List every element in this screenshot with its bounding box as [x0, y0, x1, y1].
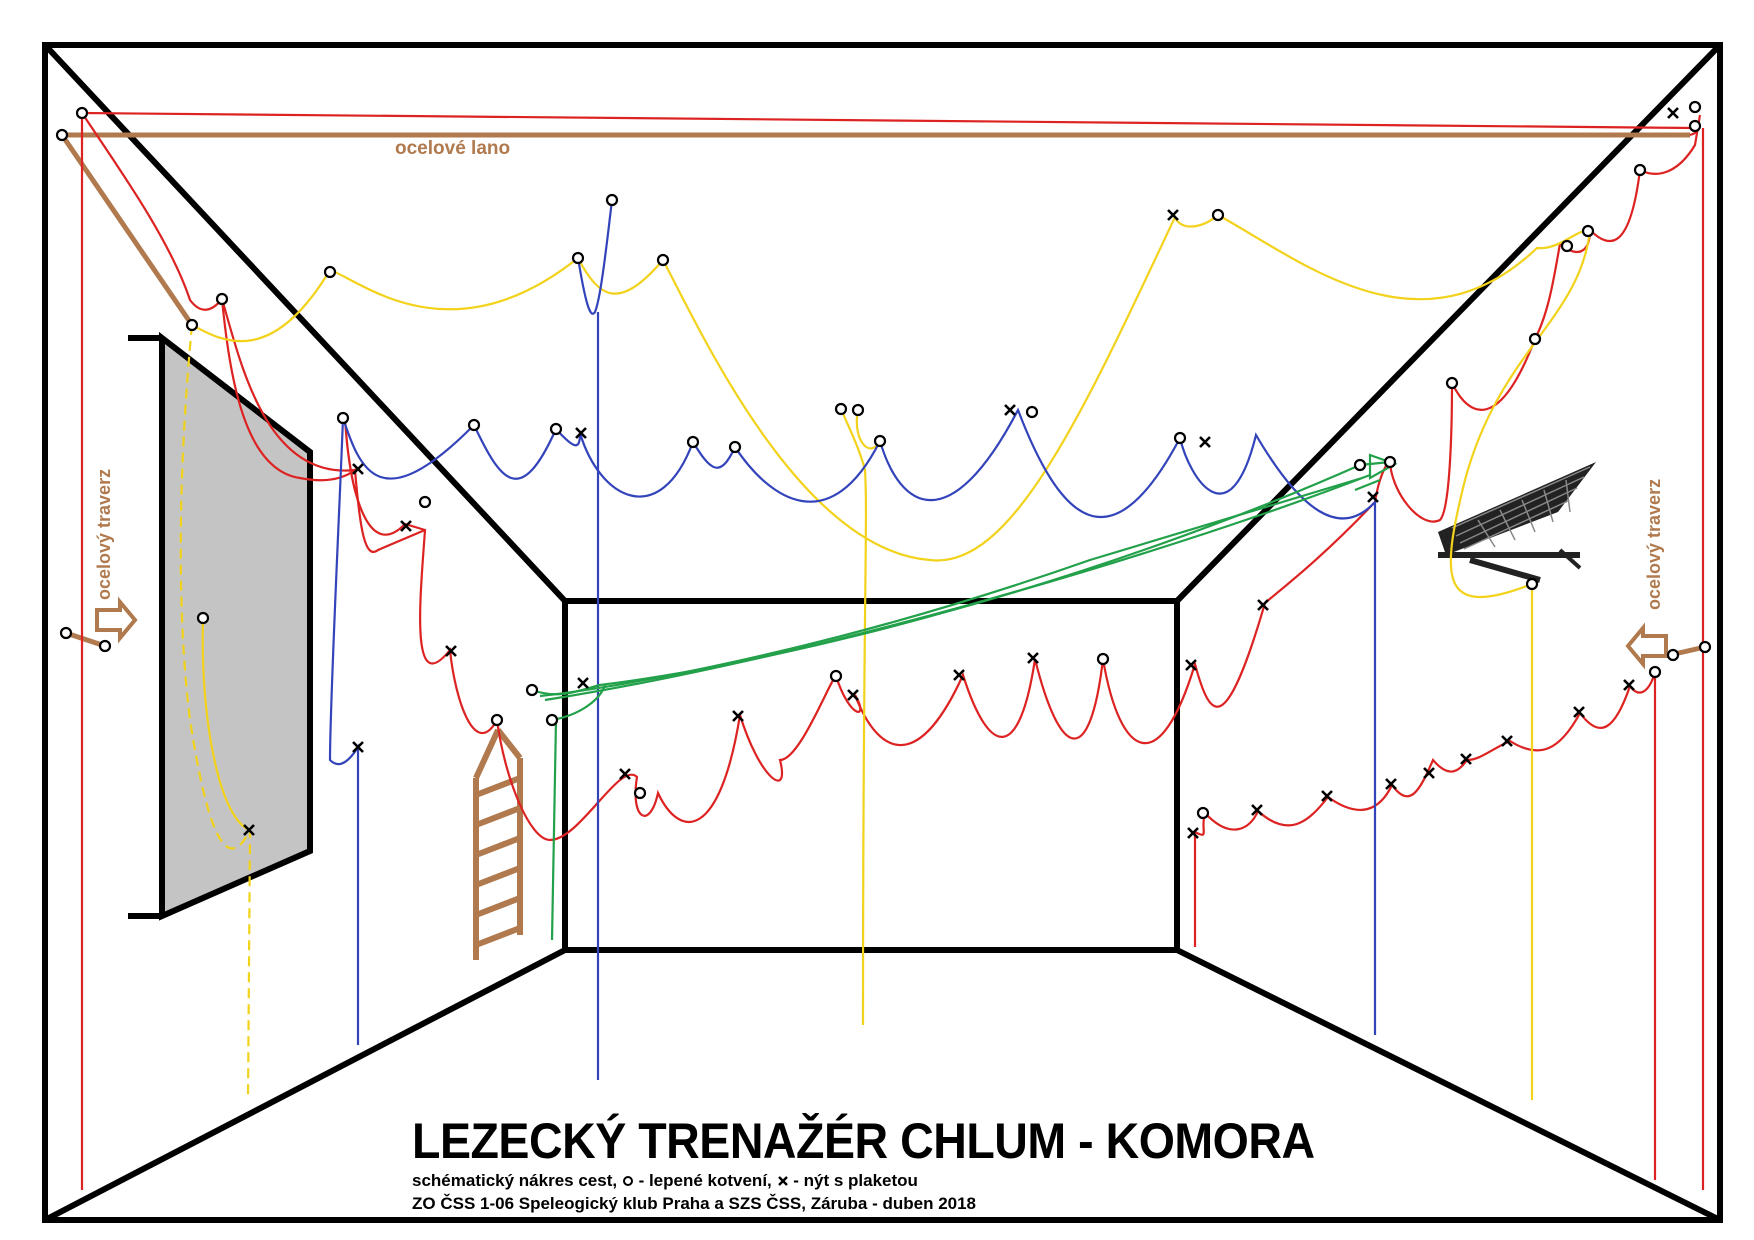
bolts	[243, 107, 1679, 839]
traverse-arrow-left-icon	[95, 596, 138, 644]
steel-traverse-right-label: ocelový traverz	[1644, 479, 1664, 610]
title-block: LEZECKÝ TRENAŽÉR CHLUM - KOMORA schémati…	[412, 1113, 1412, 1215]
training-board-left	[128, 331, 313, 921]
legend-bolt: - nýt s plaketou	[793, 1171, 918, 1190]
legend-line: schématický nákres cest, - lepené kotven…	[412, 1169, 1412, 1192]
room-outline	[42, 42, 1723, 1223]
yellow-routes	[179, 213, 1592, 1101]
credits-line: ZO ČSS 1-06 Speleogický klub Praha a SZS…	[412, 1194, 977, 1213]
green-routes	[531, 453, 1398, 941]
legend-glued-anchor: - lepené kotvení,	[638, 1171, 772, 1190]
steel-cable-label: ocelové lano	[395, 138, 510, 159]
legend-prefix: schématický nákres cest,	[412, 1171, 618, 1190]
circle-anchor-icon	[622, 1176, 633, 1186]
glued-anchors	[55, 100, 1712, 820]
cross-bolt-icon	[777, 1176, 788, 1186]
grid-board-right	[1438, 462, 1596, 583]
page-title: LEZECKÝ TRENAŽÉR CHLUM - KOMORA	[412, 1113, 1315, 1169]
steel-traverse-left-label: ocelový traverz	[94, 469, 114, 600]
traverse-arrow-right-icon	[1625, 622, 1668, 670]
ladder	[473, 728, 523, 960]
